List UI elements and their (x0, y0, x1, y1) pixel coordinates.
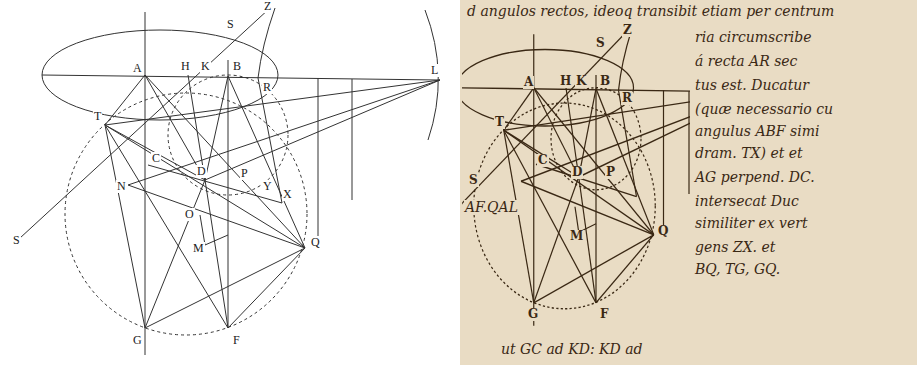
handwritten-text: AF.QAL (464, 200, 519, 215)
manuscript-point-label: S (468, 174, 479, 187)
manuscript-point-label: T (494, 116, 505, 129)
point-label: A (132, 62, 143, 75)
handwritten-text: intersecat Duc (694, 194, 800, 209)
point-label: O (184, 208, 195, 221)
handwritten-text: gens ZX. et (694, 240, 776, 255)
handwritten-text: BQ, TG, GQ. (694, 262, 781, 277)
handwritten-text: angulus ABF simi (694, 124, 820, 139)
point-label: F (232, 334, 241, 347)
manuscript-point-label: C (537, 154, 549, 167)
point-label: N (116, 180, 127, 193)
point-label: T (93, 110, 102, 123)
handwritten-text: d angulos rectos, ideoq transibit etiam … (466, 4, 835, 19)
manuscript-figure (462, 31, 690, 326)
point-label: Z (263, 0, 272, 13)
manuscript-point-label: R (621, 92, 633, 105)
handwritten-text: dram. TX) et et (694, 146, 804, 161)
point-label: S (226, 18, 235, 31)
manuscript-point-label: P (605, 166, 616, 179)
manuscript-point-label: D (571, 166, 583, 179)
handwritten-text: tus est. Ducatur (694, 78, 810, 93)
manuscript-point-label: Z (622, 24, 633, 37)
point-label: B (232, 60, 242, 73)
point-label: Q (310, 236, 321, 249)
manuscript-point-label: S (595, 37, 606, 50)
handwritten-text: (quæ necessario cu (694, 102, 834, 117)
point-label: C (151, 152, 161, 165)
point-label: K (200, 60, 211, 73)
point-label: S (12, 234, 21, 247)
point-label: X (282, 188, 293, 201)
manuscript-point-label: A (523, 76, 534, 89)
manuscript-point-label: F (599, 308, 610, 321)
point-label: R (262, 81, 272, 94)
handwritten-text: ut GC ad KD: KD ad (500, 342, 644, 357)
handwritten-text: similiter ex vert (694, 216, 809, 231)
point-label: L (430, 64, 439, 77)
point-label: G (132, 334, 143, 347)
manuscript-point-label: M (569, 230, 584, 243)
point-label: Y (262, 180, 273, 193)
manuscript-point-label: K (575, 75, 587, 88)
printed-figure (20, 8, 440, 355)
handwritten-text: ria circumscribe (694, 30, 813, 45)
handwritten-text: AG perpend. DC. (694, 170, 816, 185)
handwritten-text: á recta AR sec (694, 54, 798, 69)
point-label: P (240, 167, 249, 180)
manuscript-point-label: G (527, 308, 539, 321)
manuscript-point-label: B (599, 75, 611, 88)
point-label: M (192, 242, 205, 255)
point-label: D (196, 165, 207, 178)
manuscript-point-label: Q (657, 225, 669, 238)
manuscript-point-label: H (559, 75, 572, 88)
point-label: H (180, 60, 191, 73)
